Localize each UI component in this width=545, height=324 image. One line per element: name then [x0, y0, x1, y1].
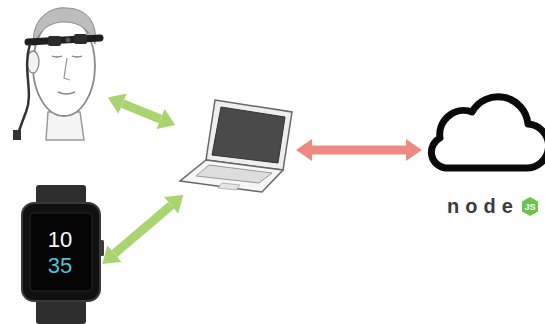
- nodejs-hexagon: [522, 197, 538, 216]
- cloud-node: nodeJS: [425, 90, 543, 220]
- cable-plug: [13, 130, 21, 140]
- watch-body: [22, 203, 100, 301]
- watch-screen: [30, 213, 92, 291]
- closed-eyes: [52, 56, 82, 57]
- laptop-trackpad: [218, 183, 240, 190]
- watch-hour: 10: [20, 228, 100, 252]
- logo-badge: JS: [521, 202, 539, 212]
- cloud-illustration: [431, 97, 545, 216]
- logo-text: node: [447, 195, 519, 217]
- smartwatch-node: 1035: [20, 185, 100, 324]
- laptop-base: [180, 160, 283, 192]
- eye-tracker-node: [15, 0, 105, 140]
- cloud-outline: [431, 97, 545, 168]
- laptop-lid: [206, 100, 292, 170]
- glasses-lens: [48, 36, 61, 46]
- double-arrow-connector: [123, 104, 161, 119]
- mouth: [58, 92, 75, 94]
- laptop-illustration: [180, 100, 292, 192]
- glasses-lens: [74, 34, 87, 44]
- laptop-keyboard: [196, 165, 272, 183]
- nose: [64, 58, 70, 80]
- head-illustration: [13, 8, 100, 140]
- glasses-cable: [18, 44, 30, 134]
- double-arrow-connector: [312, 146, 406, 155]
- double-arrow-connector: [114, 205, 171, 253]
- laptop-screen: [212, 107, 285, 163]
- glasses-camera: [66, 38, 71, 43]
- watch-minute: 35: [20, 254, 100, 278]
- laptop-node: [178, 98, 293, 193]
- glasses-frame: [28, 38, 100, 42]
- watch-button: [100, 240, 104, 256]
